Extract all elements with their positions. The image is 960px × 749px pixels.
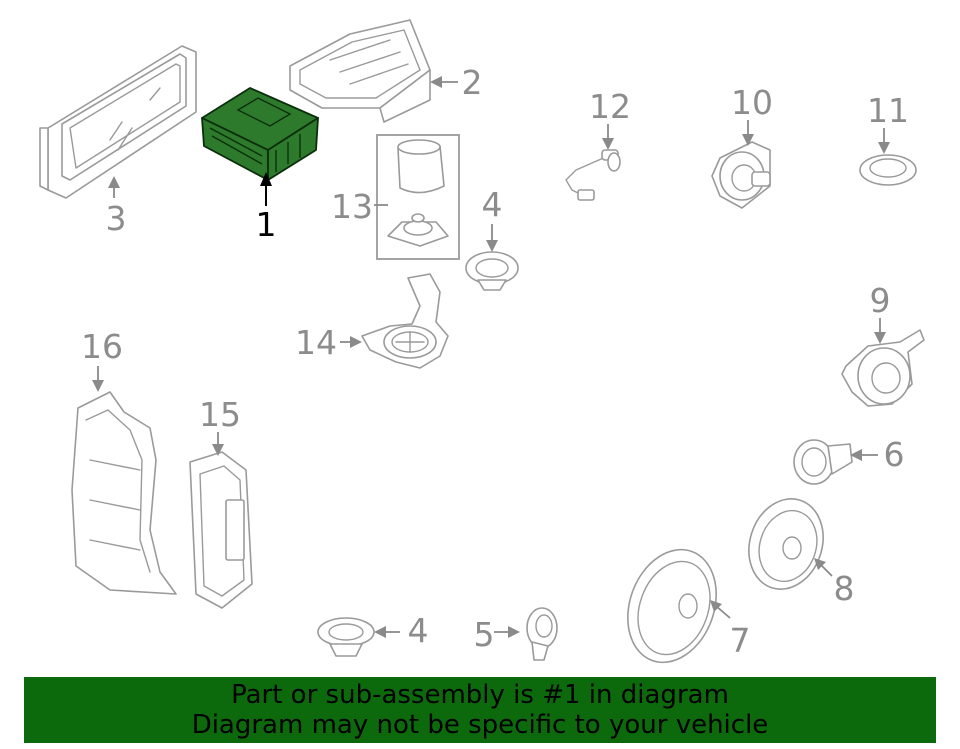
part-8-speaker xyxy=(748,498,824,590)
callout-leaders xyxy=(92,76,890,638)
part-2-bracket xyxy=(289,19,431,123)
part-13-speaker-kit xyxy=(376,134,460,260)
callout-2: 2 xyxy=(462,63,483,102)
banner-line-2: Diagram may not be specific to your vehi… xyxy=(191,710,769,740)
part-9-speaker xyxy=(841,329,925,407)
callout-14: 14 xyxy=(295,323,337,362)
part-5-tweeter xyxy=(526,607,558,661)
part-7-speaker xyxy=(627,548,717,664)
part-11-ring xyxy=(859,154,917,186)
info-banner: Part or sub-assembly is #1 in diagram Di… xyxy=(24,677,936,743)
part-6-tweeter xyxy=(793,439,853,485)
callout-7: 7 xyxy=(730,621,751,660)
callout-15: 15 xyxy=(199,395,241,434)
callout-8: 8 xyxy=(834,569,855,608)
part-16-amplifier-housing xyxy=(71,391,177,595)
callout-10: 10 xyxy=(731,83,773,122)
part-4-speaker-upper xyxy=(465,251,519,291)
part-1-head-unit xyxy=(201,87,319,181)
callout-4-upper: 4 xyxy=(482,185,503,224)
part-14-bracket xyxy=(361,273,449,369)
callout-6: 6 xyxy=(884,435,905,474)
callout-1: 1 xyxy=(256,205,277,244)
callout-4-lower: 4 xyxy=(408,611,429,650)
callout-13: 13 xyxy=(331,187,373,226)
callout-16: 16 xyxy=(81,327,123,366)
callout-3: 3 xyxy=(106,199,127,238)
part-12-sensor-cable xyxy=(565,149,621,201)
callout-9: 9 xyxy=(870,281,891,320)
part-3-display xyxy=(39,45,197,199)
callout-12: 12 xyxy=(589,87,631,126)
banner-line-1: Part or sub-assembly is #1 in diagram xyxy=(231,680,729,710)
part-10-speaker xyxy=(711,141,771,209)
callout-5: 5 xyxy=(474,615,495,654)
callout-11: 11 xyxy=(867,91,909,130)
part-15-module xyxy=(189,451,253,609)
part-4-speaker-lower xyxy=(317,617,375,657)
